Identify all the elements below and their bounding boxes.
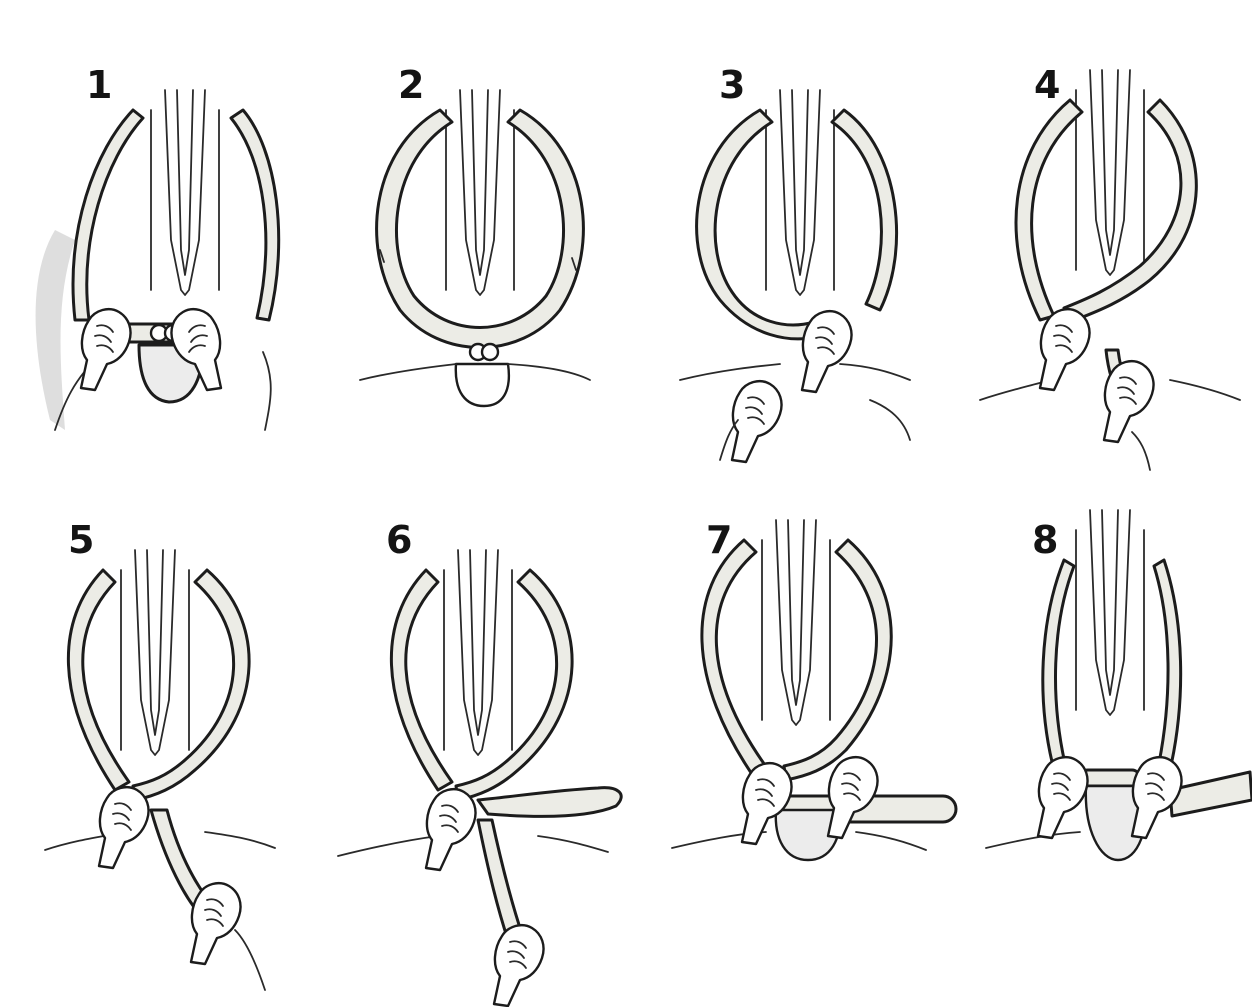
step-4-illustration [980, 70, 1240, 470]
step-1-illustration [36, 90, 279, 430]
step-5-illustration [45, 550, 275, 990]
step-2-illustration [360, 90, 590, 406]
step-3-illustration [680, 90, 910, 462]
step-7-illustration [672, 520, 956, 860]
step-8-illustration [986, 510, 1252, 860]
step-6-illustration [338, 550, 621, 1006]
